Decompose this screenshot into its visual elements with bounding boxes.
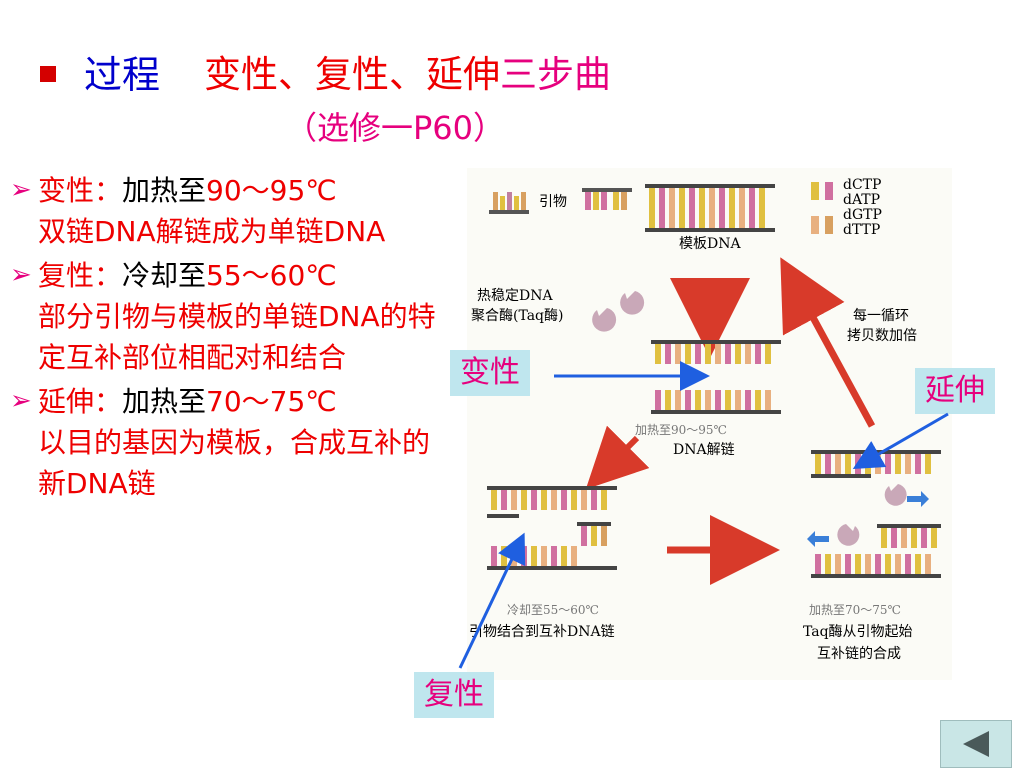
pcr-diagram: 引物 模板DNA [467,168,952,680]
enzyme-label-2: 聚合酶(Taq酶) [471,308,563,324]
taq-enzyme-icon [837,524,860,546]
item-head: 变性： [38,174,123,207]
primer-pieces-icon [582,188,632,210]
nucleotide-dgtp: dGTP [843,207,882,223]
list-item-denature: ➢ 变性：加热至90～95℃ 双链DNA解链成为单链DNA [10,170,460,252]
anneal-temp: 冷却至55～60℃ [507,603,599,617]
subtitle: （选修一P60） [285,109,506,147]
nucleotide-datp: dATP [843,192,880,208]
extend-temp: 加热至70～75℃ [809,603,901,617]
extend-caption-1: Taq酶从引物起始 [803,624,913,640]
extend-caption-2: 互补链的合成 [817,646,901,662]
previous-slide-button[interactable] [940,720,1012,768]
cycle-label-1: 每一循环 [853,308,909,324]
item-head: 复性： [38,259,123,292]
step-list: ➢ 变性：加热至90～95℃ 双链DNA解链成为单链DNA ➢ 复性：冷却至55… [10,170,460,504]
list-item-extend: ➢ 延伸：加热至70～75℃ 以目的基因为模板，合成互补的新DNA链 [10,381,460,504]
anneal-caption: 引物结合到互补DNA链 [469,624,615,640]
taq-enzyme-icon [592,308,617,332]
title-steps: 变性、复性、延伸 [204,53,501,96]
title-main: 过程 [84,52,161,97]
nucleotide-dttp: dTTP [843,222,880,238]
callout-denature: 变性 [450,350,530,396]
item-desc: 以目的基因为模板，合成互补的新DNA链 [38,426,431,500]
nucleotide-icons [811,182,833,234]
arrow-bullet-icon: ➢ [10,260,32,290]
item-head: 延伸： [38,385,123,418]
nucleotide-dctp: dCTP [843,177,881,193]
callout-extend: 延伸 [915,368,995,414]
denature-caption: DNA解链 [673,442,735,458]
pointer-anneal-icon [458,532,526,669]
primer-label: 引物 [539,194,567,210]
item-action: 冷却至 [122,259,207,292]
item-temp: 55～60℃ [206,259,337,292]
denature-temp: 加热至90～95℃ [635,423,727,437]
arrow-anneal-icon [585,425,650,490]
list-item-anneal: ➢ 复性：冷却至55～60℃ 部分引物与模板的单链DNA的特定互补部位相配对和结… [10,255,460,378]
item-action: 加热至 [122,385,207,418]
pcr-diagram-svg: 引物 模板DNA [469,177,941,662]
bullet-square-icon [40,66,56,82]
callout-anneal: 复性 [414,672,494,718]
item-temp: 70～75℃ [206,385,337,418]
pointer-extend-icon [852,412,949,470]
arrow-bullet-icon: ➢ [10,175,32,205]
arrow-bullet-icon: ➢ [10,386,32,416]
template-label: 模板DNA [679,236,741,252]
enzyme-label-1: 热稳定DNA [477,288,553,304]
item-desc: 双链DNA解链成为单链DNA [38,215,386,248]
annealed-dna-icon [487,486,617,570]
arrow-cycle-icon [780,257,876,428]
taq-enzyme-icon [620,291,645,315]
cycle-label-2: 拷贝数加倍 [847,328,917,344]
item-desc: 部分引物与模板的单链DNA的特定互补部位相配对和结合 [38,300,436,374]
title-suffix: 三步曲 [500,53,612,96]
item-action: 加热至 [122,174,207,207]
item-temp: 90～95℃ [206,174,337,207]
triangle-left-icon [963,731,989,757]
template-dna-icon [645,184,775,232]
taq-enzyme-icon [884,484,907,506]
primer-icon [489,192,529,214]
title-row: 过程 变性、复性、延伸 三步曲 [40,44,611,98]
denatured-dna-icon [651,340,781,414]
